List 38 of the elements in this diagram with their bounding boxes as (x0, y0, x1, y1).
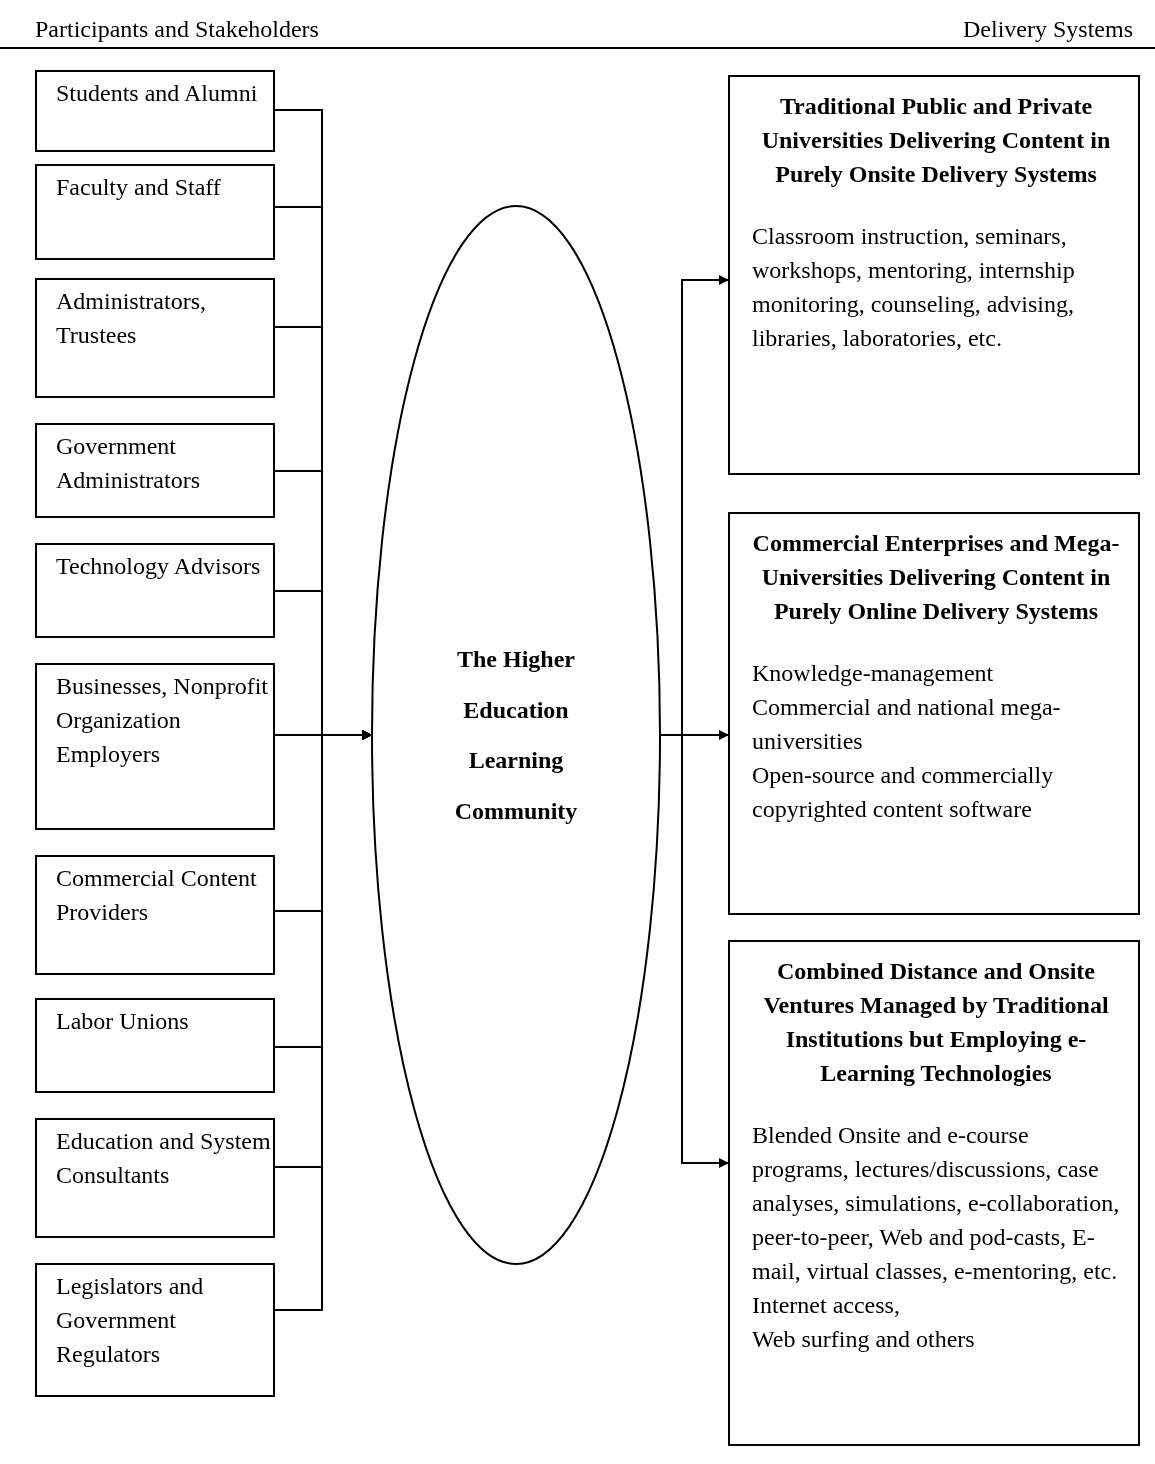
stakeholder-box (35, 663, 275, 830)
box-text: Open-source and commercially copyrighted content software (752, 761, 1055, 824)
box-text: Commercial Content Providers (56, 864, 258, 927)
stakeholder-box (35, 543, 275, 638)
delivery-system-box (728, 512, 1140, 915)
stakeholder-box (35, 998, 275, 1093)
stakeholder-box (35, 423, 275, 518)
stakeholder-box (35, 70, 275, 152)
box-text: Web surfing and others (752, 1325, 976, 1354)
stakeholder-box (35, 855, 275, 975)
box-text: Administrators, Trustees (56, 287, 207, 350)
connector-arrow (274, 730, 372, 1311)
delivery-system-box (728, 940, 1140, 1446)
box-text: Faculty and Staff (56, 173, 222, 202)
box-text: Classroom instruction, seminars, workshops, mentoring, internship monitoring, counseling, advising, libraries, laboratories, etc. (752, 222, 1076, 353)
ellipse-node (371, 205, 661, 1265)
column-heading: Participants and Stakeholders (35, 16, 319, 43)
stakeholder-box (35, 278, 275, 398)
column-heading: Delivery Systems (963, 16, 1133, 43)
box-heading: Traditional Public and Private Universities Delivering Content in Purely Onsite Delivery Systems (760, 92, 1112, 189)
delivery-system-box (728, 75, 1140, 475)
box-text: Education and System Consultants (56, 1127, 272, 1190)
stakeholder-box (35, 1118, 275, 1238)
box-text: Commercial and national mega-universities (752, 693, 1062, 756)
box-text: Blended Onsite and e-course programs, lectures/discussions, case analyses, simulations, e-collaboration, peer-to-peer, Web and pod-casts, E-mail, virtual classes, e-mentoring, etc. (752, 1121, 1120, 1286)
box-heading: Combined Distance and Onsite Ventures Managed by Traditional Institutions but Employing e-Learning Technologies (762, 957, 1110, 1088)
box-heading: Commercial Enterprises and Mega-Universities Delivering Content in Purely Online Delivery Systems (752, 529, 1120, 626)
box-text: Government Administrators (56, 432, 201, 495)
box-text: Legislators and Government Regulators (56, 1272, 205, 1369)
box-text: Students and Alumni (56, 79, 259, 108)
box-text: Businesses, Nonprofit Organization Employers (56, 672, 269, 769)
box-text: Labor Unions (56, 1007, 190, 1036)
box-text: Technology Advisors (56, 552, 262, 581)
stakeholder-box (35, 164, 275, 260)
node-title: The Higher Education Learning Community (453, 645, 579, 826)
box-text: Knowledge-management (752, 659, 995, 688)
stakeholder-box (35, 1263, 275, 1397)
box-text: Internet access, (752, 1291, 901, 1320)
